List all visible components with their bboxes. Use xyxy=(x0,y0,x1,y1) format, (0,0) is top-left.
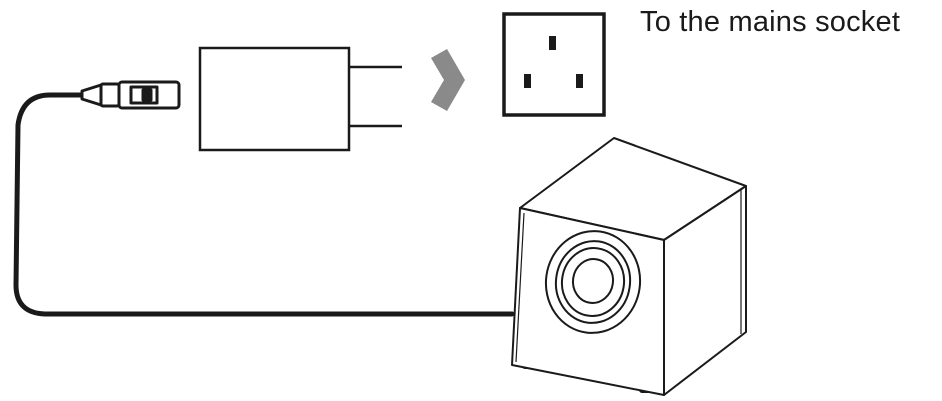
speaker-icon xyxy=(511,137,747,396)
power-cable xyxy=(13,92,515,317)
power-adapter-icon xyxy=(198,46,402,152)
mains-socket-icon xyxy=(502,12,606,117)
usb-plug-icon xyxy=(80,80,181,110)
caption-mains-socket: To the mains socket xyxy=(640,6,901,38)
arrow-right-icon xyxy=(431,49,465,111)
